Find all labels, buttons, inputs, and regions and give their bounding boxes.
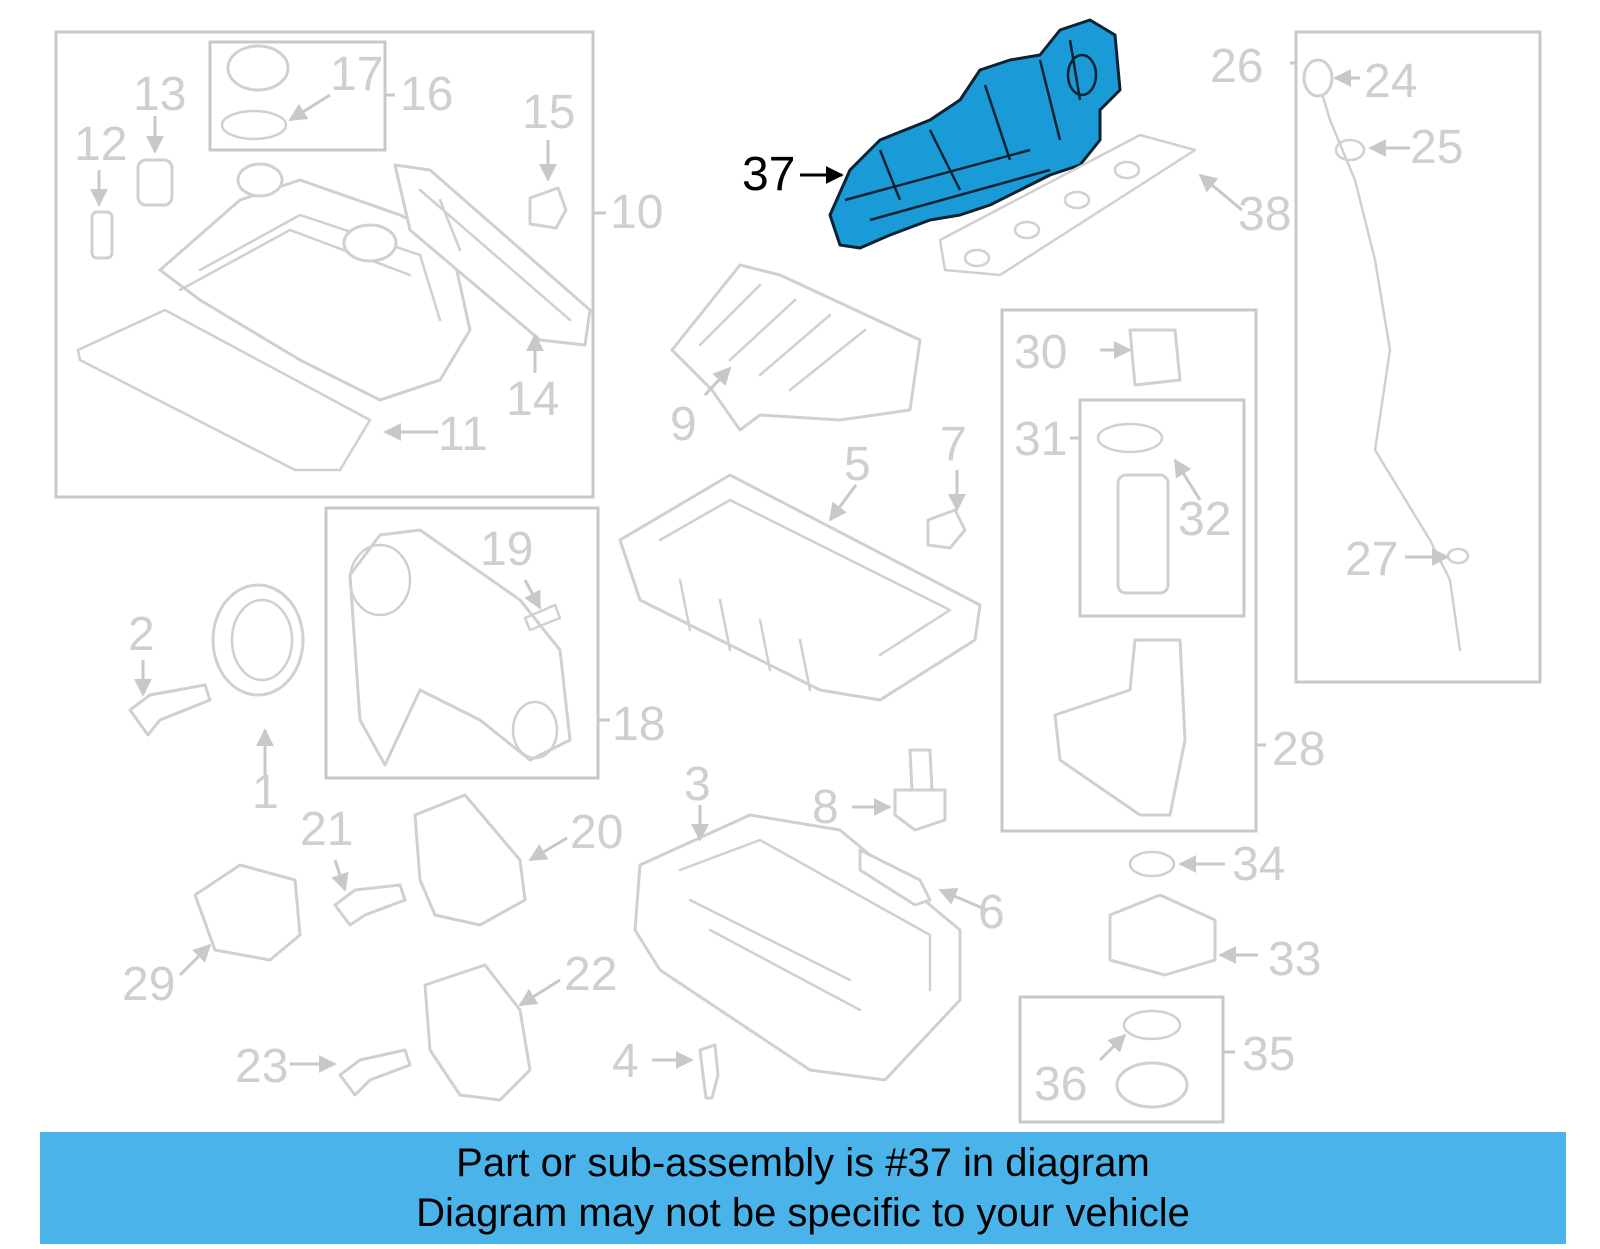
sensor-part-6	[858, 848, 932, 907]
oil-cap-part	[226, 44, 290, 92]
filter-element-part	[1116, 473, 1170, 595]
callout-33: 33	[1268, 933, 1321, 986]
intake-manifold-part-37-highlighted	[828, 18, 1122, 250]
plug-part-13	[136, 158, 174, 207]
callout-38: 38	[1238, 188, 1291, 241]
callout-11: 11	[438, 408, 488, 461]
seal-part-27	[1446, 547, 1470, 565]
callout-17: 17	[330, 48, 383, 101]
callout-5: 5	[844, 438, 871, 491]
sensor-part-12	[90, 210, 114, 260]
filter-cap-part-30	[1128, 328, 1182, 387]
callout-16: 16	[400, 68, 453, 121]
group-box-28	[1000, 308, 1258, 833]
callout-7: 7	[940, 418, 967, 471]
seal-part-25	[1334, 138, 1366, 162]
bolt-part-21	[333, 883, 407, 927]
callout-20: 20	[570, 806, 623, 859]
seal-part-32	[1096, 422, 1164, 454]
callout-10: 10	[610, 186, 663, 239]
oil-pan-lower-part-3	[633, 813, 962, 1082]
callout-12: 12	[74, 118, 127, 171]
callout-27: 27	[1345, 533, 1398, 586]
bracket-part-19	[523, 603, 562, 632]
callout-22: 22	[564, 948, 617, 1001]
valve-cover-gasket-part	[76, 308, 372, 472]
oil-pan-upper-part-5	[618, 473, 982, 702]
seal-part-34	[1128, 850, 1176, 878]
pulley-part-1	[211, 583, 305, 697]
callout-6: 6	[978, 886, 1005, 939]
callout-23: 23	[235, 1040, 288, 1093]
callout-21: 21	[300, 803, 353, 856]
callout-26: 26	[1210, 40, 1263, 93]
banner-line-2: Diagram may not be specific to your vehi…	[416, 1191, 1190, 1235]
leader-lines	[90, 61, 1450, 1073]
timing-cover-part-18	[348, 528, 572, 767]
banner-line-1: Part or sub-assembly is #37 in diagram	[456, 1141, 1150, 1185]
callout-19: 19	[480, 523, 533, 576]
cooler-part-33	[1108, 893, 1217, 977]
plug-part-7	[926, 508, 967, 550]
group-box-10	[54, 30, 595, 499]
cap-part-35	[1115, 1061, 1189, 1109]
callout-18: 18	[612, 698, 665, 751]
sensor-part-8	[893, 748, 947, 832]
callout-28: 28	[1272, 723, 1325, 776]
group-box-31	[1078, 398, 1246, 618]
intake-part-9	[670, 263, 922, 432]
callout-1: 1	[252, 766, 279, 819]
callout-8: 8	[812, 781, 839, 834]
plug-part-15	[528, 186, 568, 230]
valve-cover-part	[158, 162, 472, 402]
intake-gasket-part-38	[938, 133, 1197, 277]
callout-3: 3	[684, 758, 711, 811]
callout-37: 37	[742, 148, 795, 201]
dipstick-handle-part-24	[1302, 58, 1334, 98]
callout-36: 36	[1034, 1058, 1087, 1111]
filter-housing-part	[1053, 638, 1187, 817]
group-box-35	[1018, 995, 1225, 1124]
group-box-26	[1294, 30, 1542, 684]
callout-15: 15	[522, 86, 575, 139]
callout-31: 31	[1014, 413, 1067, 466]
bolt-part-23	[338, 1048, 412, 1097]
callout-4: 4	[612, 1035, 639, 1088]
callout-29: 29	[122, 958, 175, 1011]
group-box-18	[324, 506, 600, 780]
callout-24: 24	[1364, 55, 1417, 108]
callout-32: 32	[1178, 493, 1231, 546]
drain-plug-part-4	[698, 1043, 720, 1100]
dipstick-part-26	[1316, 78, 1462, 652]
plate-part-29	[193, 863, 302, 962]
callout-14: 14	[506, 373, 559, 426]
callout-13: 13	[133, 68, 186, 121]
callout-2: 2	[128, 608, 155, 661]
callout-30: 30	[1014, 326, 1067, 379]
callout-labels: 1 2 3 4 5 6 7 8 9 10 11 12 13 14 15 16 1…	[74, 40, 1463, 1111]
cover-part-20	[413, 793, 527, 927]
callout-34: 34	[1232, 838, 1285, 891]
seal-part-36	[1122, 1009, 1182, 1041]
callout-9: 9	[670, 398, 697, 451]
info-banner: Part or sub-assembly is #37 in diagram D…	[40, 1132, 1566, 1244]
callout-35: 35	[1242, 1028, 1295, 1081]
callout-25: 25	[1410, 121, 1463, 174]
oil-cap-seal-part	[220, 109, 288, 141]
shield-part-22	[423, 963, 532, 1102]
